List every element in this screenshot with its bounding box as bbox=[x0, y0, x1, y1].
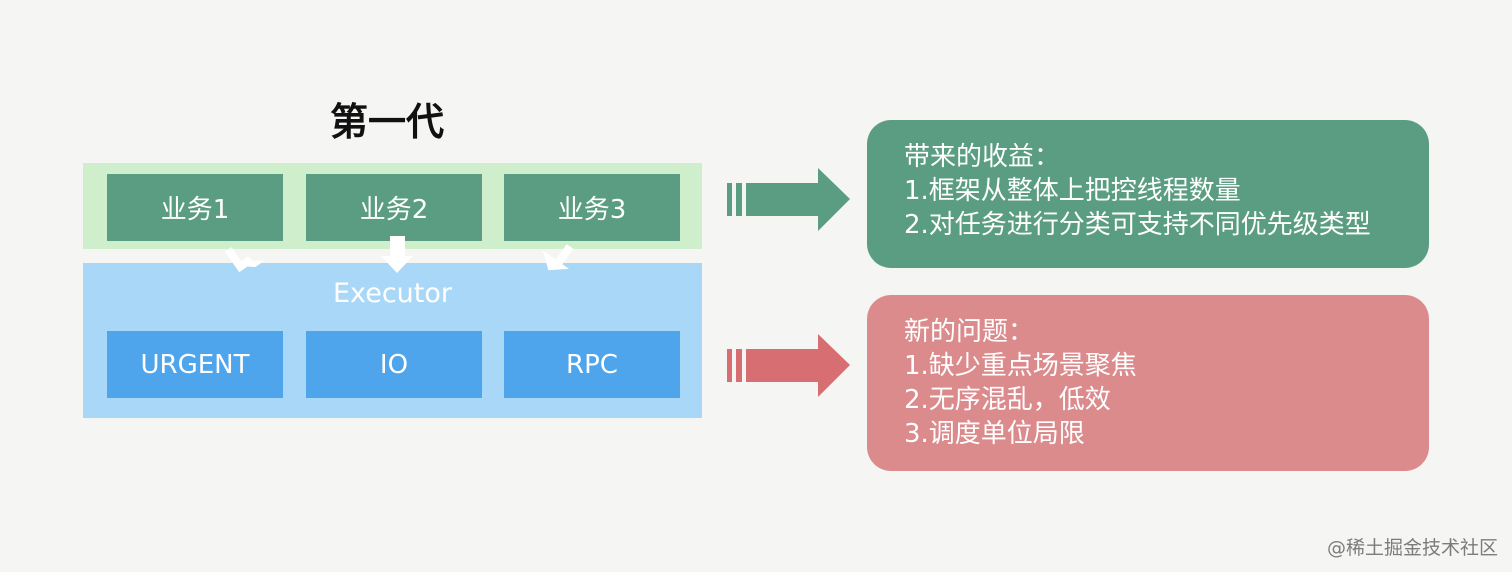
problem-line-1: 1.缺少重点场景聚焦 bbox=[904, 351, 1137, 381]
problem-line-3: 3.调度单位局限 bbox=[904, 419, 1085, 449]
queue-rpc: RPC bbox=[504, 331, 680, 398]
down-arrow-3 bbox=[542, 244, 574, 271]
benefit-panel: 带来的收益： 1.框架从整体上把控线程数量 2.对任务进行分类可支持不同优先级类… bbox=[867, 120, 1429, 268]
problem-heading: 新的问题： bbox=[904, 317, 1035, 347]
diagram-title: 第一代 bbox=[330, 100, 445, 144]
problem-arrow bbox=[727, 334, 850, 397]
business-box-2: 业务2 bbox=[306, 174, 482, 241]
benefit-heading: 带来的收益： bbox=[904, 142, 1061, 172]
business-box-3: 业务3 bbox=[504, 174, 680, 241]
business-box-1: 业务1 bbox=[107, 174, 283, 241]
down-arrow-1 bbox=[224, 247, 266, 273]
executor-label: Executor bbox=[333, 278, 452, 309]
down-arrow-2 bbox=[381, 236, 413, 273]
problem-line-2: 2.无序混乱，低效 bbox=[904, 385, 1111, 415]
benefit-line-1: 1.框架从整体上把控线程数量 bbox=[904, 176, 1241, 206]
queue-urgent: URGENT bbox=[107, 331, 283, 398]
watermark: @稀土掘金技术社区 bbox=[1326, 537, 1498, 559]
problem-panel: 新的问题： 1.缺少重点场景聚焦 2.无序混乱，低效 3.调度单位局限 bbox=[867, 295, 1429, 471]
queue-io: IO bbox=[306, 331, 482, 398]
benefit-line-2: 2.对任务进行分类可支持不同优先级类型 bbox=[904, 210, 1371, 240]
benefit-arrow bbox=[727, 168, 850, 231]
